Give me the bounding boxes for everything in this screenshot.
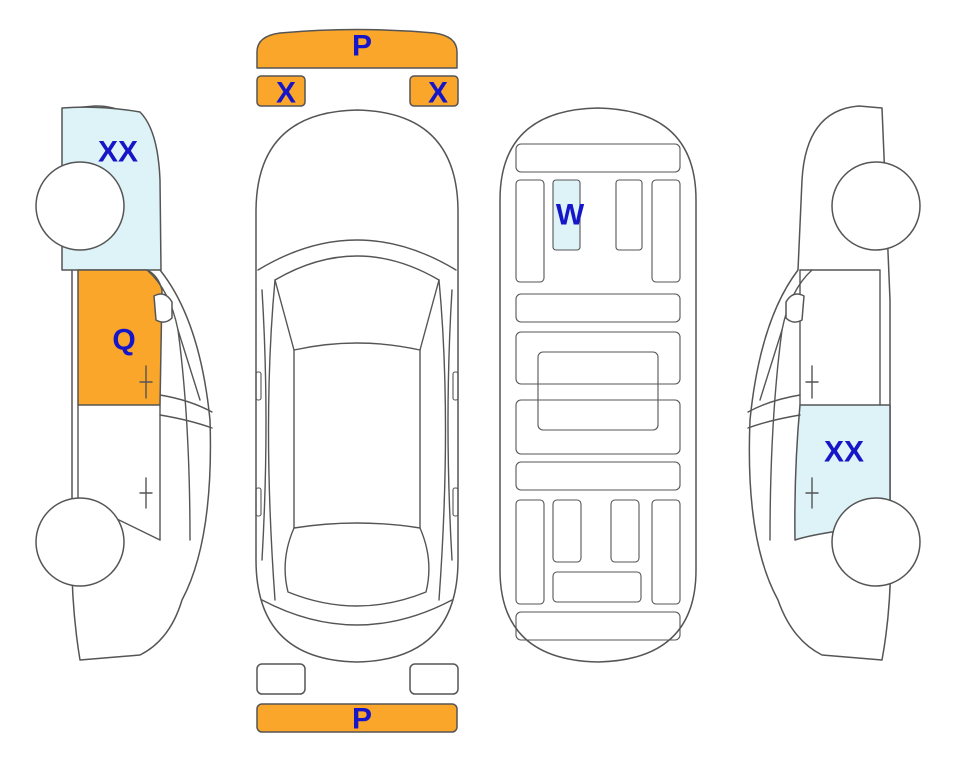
- label-rear-bumper: P: [352, 703, 372, 736]
- rear-parts: [256, 663, 459, 733]
- label-left-side-front-door: Q: [112, 324, 135, 357]
- label-front-bumper: P: [352, 30, 372, 63]
- label-interior-front-seat: W: [556, 199, 585, 232]
- front-bumper[interactable]: [256, 28, 458, 69]
- damage-labels: P X X XX Q W XX P: [98, 30, 864, 736]
- right-taillight[interactable]: [409, 663, 459, 695]
- front-parts: [256, 28, 459, 107]
- label-left-headlight: X: [276, 77, 296, 110]
- car-top-view: [255, 109, 459, 663]
- label-left-side-front-fender: XX: [98, 136, 138, 169]
- interior-body[interactable]: [499, 107, 697, 663]
- car-right-side-view: [747, 105, 921, 661]
- label-right-side-front-fender: XX: [824, 436, 864, 469]
- left-taillight[interactable]: [256, 663, 306, 695]
- car-left-side-view: [35, 105, 213, 661]
- label-right-headlight: X: [428, 77, 448, 110]
- left-headlight[interactable]: [256, 75, 306, 107]
- interior-front-seat[interactable]: [552, 179, 581, 251]
- car-interior-view: [499, 107, 697, 663]
- rear-bumper[interactable]: [256, 703, 458, 733]
- right-headlight[interactable]: [409, 75, 459, 107]
